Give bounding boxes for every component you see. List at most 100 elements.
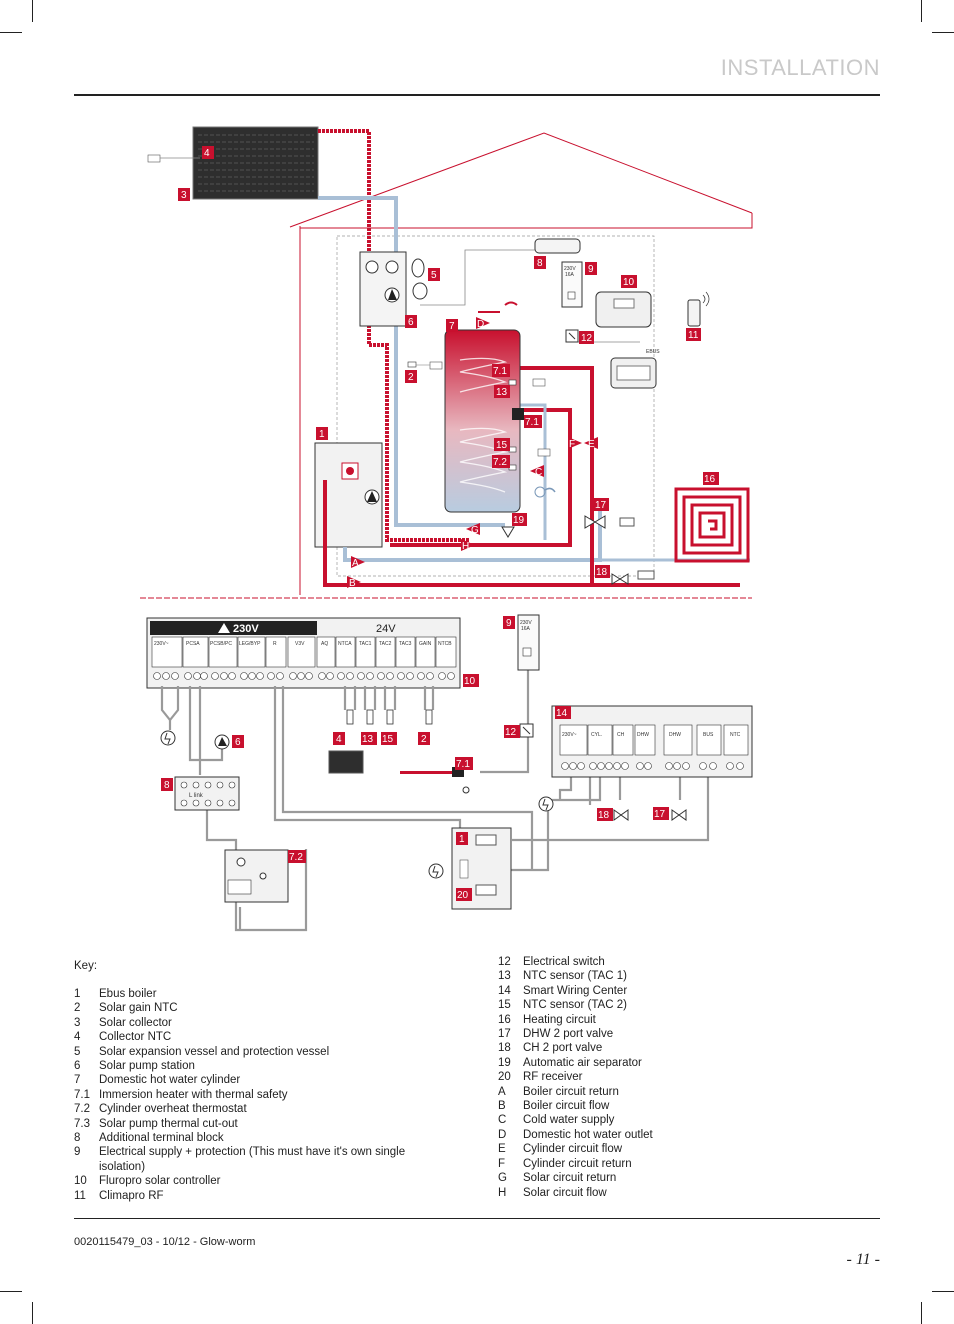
earth-symbol-icon (538, 796, 554, 812)
swc-label: 230V~ (562, 732, 577, 738)
solar-return-pipe (394, 325, 505, 527)
header-rule (74, 94, 880, 96)
page-number: - 11 - (846, 1251, 880, 1268)
solar-controller-terminal-block: 230V 24V 230V~ PCSA PCSB/PC LEG/BYP R V3… (146, 617, 461, 689)
key-item-text: Solar collector (99, 1016, 172, 1029)
key-item-text: Collector NTC (99, 1031, 172, 1044)
solar-collector (192, 126, 319, 200)
terminal-label: LEG/BYP (239, 641, 261, 647)
swc-label: DHW (637, 732, 649, 738)
callout: 16 (704, 474, 716, 485)
solar-return-pipe (318, 196, 398, 255)
svg-text:16A: 16A (565, 272, 575, 278)
key-item-text: Domestic hot water outlet (523, 1128, 653, 1141)
callout: 7 (449, 321, 455, 332)
indoor-zone-dashed (336, 235, 655, 577)
callout: 7.2 (493, 457, 507, 468)
key-item: 7.3 Solar pump thermal cut-out (74, 1117, 434, 1131)
electrical-switch-icon (565, 329, 579, 343)
key-item-number: 14 (498, 984, 511, 997)
cold-tap-icon (534, 486, 556, 498)
key-item-text: NTC sensor (TAC 1) (523, 970, 627, 983)
callout: 15 (496, 440, 508, 451)
key-item-text: Solar gain NTC (99, 1002, 178, 1015)
additional-terminal-block-lower: L link (174, 776, 240, 811)
crop-mark (921, 0, 922, 22)
section-title: INSTALLATION (720, 55, 880, 80)
cylinder-circuit-pipe (520, 366, 594, 585)
terminal-label: V3V (295, 641, 305, 647)
smart-wiring-center-lower: 230V~ CYL. CH DHW DHW BUS NTC (551, 705, 753, 778)
sensor-box-icon (532, 378, 546, 387)
callout: 18 (596, 567, 608, 578)
key-item-text: Additional terminal block (99, 1132, 224, 1145)
key-item-text: Solar pump thermal cut-out (99, 1117, 238, 1130)
key-item-number: D (498, 1128, 507, 1141)
callout: 6 (408, 317, 414, 328)
callout: 7.1 (525, 417, 539, 428)
swc-label: DHW (669, 732, 681, 738)
crop-mark (32, 0, 33, 22)
callout: F (569, 439, 575, 450)
callout: 1 (459, 834, 465, 845)
key-item-text: Cylinder circuit flow (523, 1143, 623, 1156)
key-item-text: Climapro RF (99, 1189, 164, 1202)
callout: G (471, 525, 479, 536)
key-item-number: 16 (498, 1013, 511, 1026)
zone-230v-label: 230V (233, 623, 259, 635)
callout: C (535, 467, 542, 478)
upper-callouts: 4 3 5 6 7 8 9 10 11 12 2 1 7.1 13 7.1 15… (178, 146, 719, 589)
house-outline (289, 132, 753, 595)
callout: D (477, 319, 484, 330)
key-item-number: 5 (74, 1045, 81, 1058)
callout: 7.2 (289, 852, 303, 863)
link-label: L link (189, 793, 204, 799)
key-item-number: 20 (498, 1071, 511, 1084)
callout: 5 (431, 270, 437, 281)
key-item-text: Solar circuit return (523, 1172, 617, 1185)
key-item-number: G (498, 1172, 507, 1185)
expansion-vessel-icon (411, 258, 428, 300)
key-item-number: 6 (74, 1060, 81, 1073)
key-item-number: 19 (498, 1056, 511, 1069)
solar-flow-pipe (367, 325, 470, 542)
callout: 10 (623, 277, 635, 288)
crop-mark (932, 32, 954, 33)
callout: 17 (654, 809, 666, 820)
cylinder-return-pipe (520, 403, 547, 540)
key-item-text: DHW 2 port valve (523, 1028, 614, 1041)
lower-callouts: 9 10 6 8 4 13 15 2 12 14 7.1 18 17 7.2 1… (161, 616, 669, 901)
callout: 15 (382, 734, 394, 745)
key-item-text: Cold water supply (523, 1114, 615, 1127)
cylinder-thermostat-box (224, 849, 289, 903)
ch-2-port-valve-icon (611, 570, 655, 585)
key-item-number: 7.3 (74, 1117, 90, 1130)
key-item-number: 10 (74, 1175, 87, 1188)
crop-mark (32, 1302, 33, 1324)
swc-label: NTC (730, 732, 741, 738)
key-item-number: 2 (74, 1002, 81, 1015)
callout: 18 (598, 810, 610, 821)
callout: 1 (319, 429, 325, 440)
key-item-text: Electrical switch (523, 956, 605, 968)
pump-symbol-icon (214, 734, 230, 750)
callout: 19 (513, 515, 525, 526)
terminal-label: GAIN (419, 641, 432, 647)
terminal-label: TAC2 (379, 641, 392, 647)
collector-icon (328, 750, 364, 774)
key-item-number: 12 (498, 956, 511, 968)
controller-wire (420, 249, 580, 306)
electrical-supply-protection: 230V 16A (561, 261, 583, 308)
terminal-label: TAC3 (399, 641, 412, 647)
terminal-label: 230V~ (154, 641, 169, 647)
terminal-label: PCSA (186, 641, 200, 647)
terminal-label: NTCB (438, 641, 452, 647)
